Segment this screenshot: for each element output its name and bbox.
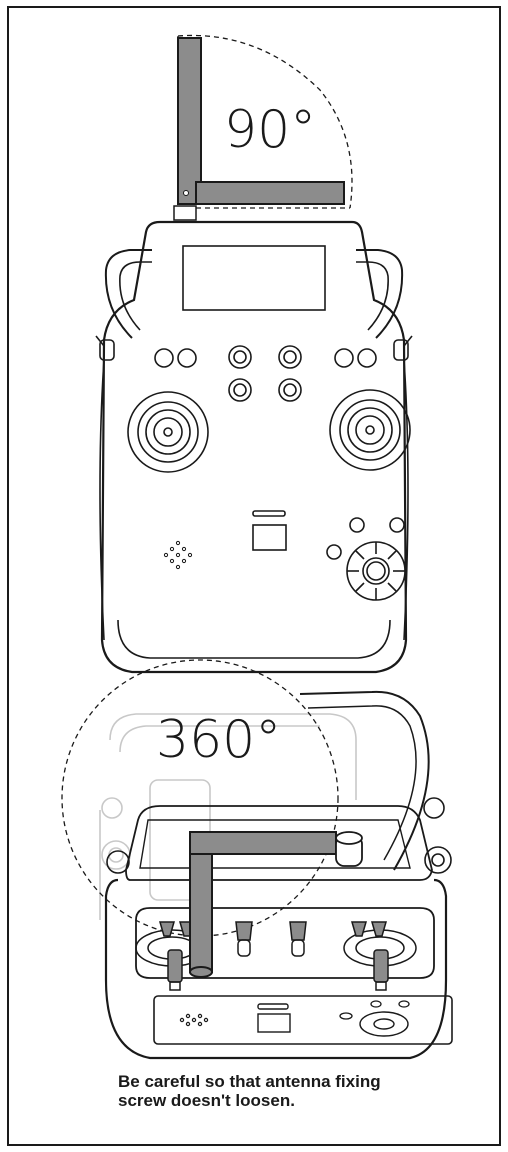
front-knobs xyxy=(228,345,302,402)
rear-center-knobs xyxy=(235,921,307,957)
antenna-hinge-screw xyxy=(183,190,189,196)
jog-dial xyxy=(346,541,406,601)
caution-text: Be careful so that antenna fixing screw … xyxy=(118,1072,418,1110)
rear-right-gimbal xyxy=(343,921,417,991)
rear-antenna-icon xyxy=(189,831,363,978)
transmitter-rear-icon xyxy=(61,659,453,1060)
caution-line-1: Be careful so that antenna fixing xyxy=(118,1072,381,1091)
angle-360-label: 360° xyxy=(156,710,282,770)
antenna-vertical-arm xyxy=(177,37,202,205)
right-stick xyxy=(329,389,411,471)
angle-90-label: 90° xyxy=(224,100,317,160)
antenna-horizontal-arm xyxy=(195,181,345,205)
caution-line-2: screw doesn't loosen. xyxy=(118,1091,295,1110)
transmitter-front-icon xyxy=(95,220,413,674)
rotation-arc-90 xyxy=(177,34,353,209)
antenna-90-group xyxy=(173,34,353,221)
speaker-grille xyxy=(163,540,193,570)
antenna-base-icon xyxy=(173,205,197,221)
left-stick xyxy=(127,391,209,473)
